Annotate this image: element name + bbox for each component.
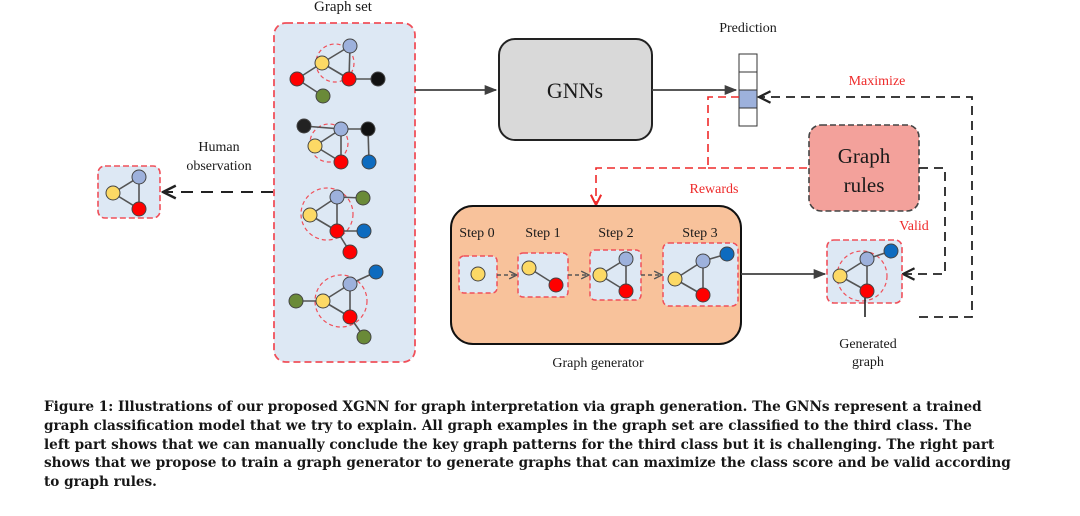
prediction-cell-highlighted [738, 89, 758, 109]
generated-graph-label: graph [852, 355, 884, 370]
node-red [131, 201, 147, 217]
node-yellow [832, 268, 848, 284]
node-yellow [315, 293, 331, 309]
node-yellow [592, 267, 608, 283]
prediction-cell [738, 71, 758, 91]
graph-example-1 [289, 38, 386, 104]
node-yellow [105, 185, 121, 201]
node-green [315, 88, 331, 104]
node-blue [719, 246, 735, 262]
observed-pattern-graph [105, 169, 147, 217]
generated-graph [826, 239, 903, 317]
generated-graph-label: Generated [839, 337, 897, 352]
motif-highlight-circle [314, 274, 368, 328]
step-panel [662, 242, 739, 307]
node-lightblue [342, 276, 358, 292]
node-lightblue [695, 253, 711, 269]
graph-example-4 [288, 264, 384, 345]
node-yellow [302, 207, 318, 223]
node-yellow [521, 260, 537, 276]
step-2-label: Step 2 [598, 226, 633, 241]
prediction-cell [738, 53, 758, 73]
node-green [356, 329, 372, 345]
node-green [288, 293, 304, 309]
valid-label: Valid [899, 219, 929, 234]
caption-line: graph classification model that we try t… [44, 417, 972, 434]
step-0-label: Step 0 [459, 226, 494, 241]
node-blue [361, 154, 377, 170]
graph-generator-label: Graph generator [552, 356, 644, 371]
node-lightblue [329, 189, 345, 205]
maximize-label: Maximize [849, 74, 906, 89]
node-black [360, 121, 376, 137]
step-3-label: Step 3 [682, 226, 717, 241]
prediction-cell [738, 107, 758, 127]
node-yellow [314, 55, 330, 71]
node-blue [883, 243, 899, 259]
node-black [296, 118, 312, 134]
node-lightblue [859, 251, 875, 267]
prediction-label: Prediction [719, 21, 777, 36]
node-green [355, 190, 371, 206]
gnn-label: GNNs [547, 78, 603, 103]
rewards-label: Rewards [690, 182, 739, 197]
step-1-graph [517, 252, 569, 298]
caption-line: left part shows that we can manually con… [44, 436, 995, 453]
step-1-label: Step 1 [525, 226, 560, 241]
node-red [341, 71, 357, 87]
node-red [342, 244, 358, 260]
step-0-graph [458, 255, 498, 294]
node-red [618, 283, 634, 299]
node-lightblue [333, 121, 349, 137]
node-lightblue [618, 251, 634, 267]
node-red [342, 309, 358, 325]
graph-rules-label: Graph [838, 144, 891, 168]
xgnn-diagram: Graph set [97, 0, 973, 371]
node-lightblue [131, 169, 147, 185]
caption-line: Figure 1: Illustrations of our proposed … [44, 399, 982, 415]
graph-rules-box [808, 124, 920, 212]
graph-example-3 [300, 187, 372, 260]
human-observation-label: Human [198, 140, 239, 155]
caption-line: shows that we propose to train a graph g… [44, 455, 1011, 472]
node-red [329, 223, 345, 239]
human-observation-label: observation [186, 159, 251, 174]
caption-line: to graph rules. [44, 474, 157, 491]
figure-caption: Figure 1: Illustrations of our proposed … [44, 398, 1044, 492]
node-yellow [667, 271, 683, 287]
node-red [695, 287, 711, 303]
graph-rules-label: rules [844, 173, 885, 197]
step-3-graph [662, 242, 739, 307]
node-red [333, 154, 349, 170]
node-yellow [307, 138, 323, 154]
rewards-arrow [596, 96, 739, 205]
node-red [289, 71, 305, 87]
node-yellow [470, 266, 486, 282]
node-lightblue [342, 38, 358, 54]
node-blue [356, 223, 372, 239]
graph-set-label: Graph set [314, 0, 373, 15]
maximize-feedback-arrow [759, 97, 973, 318]
node-black [370, 71, 386, 87]
prediction-vector [738, 53, 758, 127]
node-blue [368, 264, 384, 280]
motif-highlight-circle [300, 187, 354, 241]
step-2-graph [589, 249, 642, 301]
graph-example-2 [296, 118, 377, 170]
node-red [548, 277, 564, 293]
node-red [859, 283, 875, 299]
valid-feedback-arrow [903, 167, 946, 274]
